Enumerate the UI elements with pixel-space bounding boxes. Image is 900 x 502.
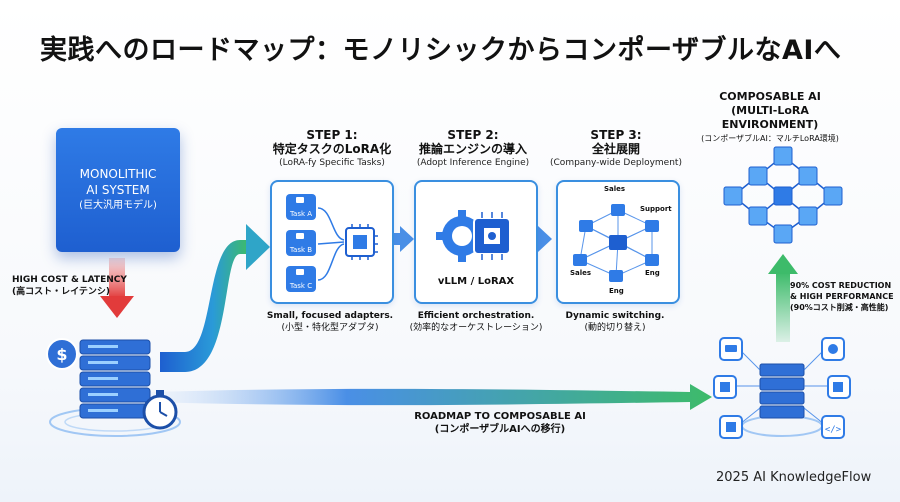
step1-header: STEP 1: 特定タスクのLoRA化 (LoRA-fy Specific Ta… xyxy=(272,128,392,168)
step3-caption: Dynamic switching. (動的切り替え) xyxy=(565,311,665,333)
curved-blue-arrow xyxy=(160,224,270,372)
node-eng-right: Eng xyxy=(645,269,660,277)
engine-label: vLLM / LoRAX xyxy=(437,276,515,287)
gear-chip-icon xyxy=(436,210,511,262)
high-cost-label: HIGH COST & LATENCY (高コスト・レイテンシ) xyxy=(12,275,127,297)
green-up-arrow xyxy=(768,254,798,342)
page-title: 実践へのロードマップ：モノリシックからコンポーザブルなAIへ xyxy=(40,35,842,66)
monolithic-line3: (巨大汎用モデル) xyxy=(79,200,157,211)
step1-caption: Small, focused adapters. (小型・特化型アダプタ) xyxy=(266,311,394,333)
footer-credit: 2025 AI KnowledgeFlow xyxy=(716,470,872,485)
monolithic-ai-box: MONOLITHIC AI SYSTEM (巨大汎用モデル) xyxy=(56,128,180,252)
monolithic-line2: AI SYSTEM xyxy=(86,183,150,197)
roadmap-arrow xyxy=(150,384,712,410)
node-sales-top: Sales xyxy=(604,185,626,193)
step1-graphic xyxy=(296,197,378,281)
roadmap-label: ROADMAP TO COMPOSABLE AI (コンポーザブルAIへの移行) xyxy=(414,411,586,435)
svg-text:</>: </> xyxy=(825,425,842,435)
svg-text:$: $ xyxy=(56,345,67,364)
step3-header: STEP 3: 全社展開 (Company-wide Deployment) xyxy=(550,128,682,168)
network-graph xyxy=(573,204,659,282)
composable-header: COMPOSABLE AI (MULTI-LoRA ENVIRONMENT) (… xyxy=(701,90,839,143)
step2-caption: Efficient orchestration. (効率的なオーケストレーション… xyxy=(409,311,543,333)
node-eng-bottom: Eng xyxy=(609,287,624,295)
monolithic-line1: MONOLITHIC xyxy=(79,167,157,181)
node-support: Support xyxy=(640,205,672,213)
step2-header: STEP 2: 推論エンジンの導入 (Adopt Inference Engin… xyxy=(416,128,530,168)
server-stack-icon: $ xyxy=(46,338,181,437)
red-down-arrow xyxy=(100,258,134,318)
multi-lora-server-icon: </> xyxy=(713,337,851,439)
cube-cluster-icon xyxy=(723,146,843,244)
node-sales-left: Sales xyxy=(570,269,592,277)
cost-reduction-label: 90% COST REDUCTION & HIGH PERFORMANCE (9… xyxy=(790,281,894,312)
